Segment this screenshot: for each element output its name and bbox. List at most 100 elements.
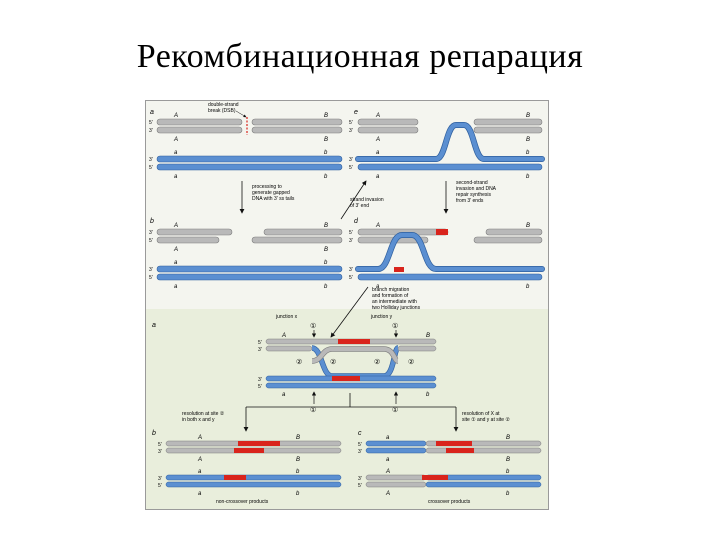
branch-migration-callout-group: branch migration and formation of an int… <box>330 286 421 338</box>
strand-end-label: 5' <box>349 165 353 171</box>
site-label: ② <box>408 358 414 366</box>
blue-invading-strand <box>355 232 545 272</box>
strand-end-label: 5' <box>158 483 162 489</box>
blue-duplex <box>265 382 437 389</box>
grey-duplex-left <box>156 126 243 134</box>
strand-end-label: 5' <box>349 120 353 126</box>
allele-label: a <box>174 150 178 156</box>
grey-duplex-right <box>473 236 543 244</box>
strand-end-label: 3' <box>349 238 353 244</box>
grey-duplex-right <box>263 228 343 236</box>
panel-a-top: a 5' 3' A A B B double-strand break (DSB… <box>149 102 343 180</box>
allele-label: b <box>526 284 530 290</box>
strand-end-label: 3' <box>358 476 362 482</box>
blue-duplex <box>156 265 343 273</box>
allele-label: A <box>375 223 380 229</box>
strand-end-label: 3' <box>149 128 153 134</box>
allele-label: B <box>506 435 510 441</box>
allele-label: b <box>526 150 530 156</box>
grey-duplex <box>365 474 427 481</box>
branch-migration-arrow <box>330 286 369 338</box>
allele-label: B <box>324 137 328 143</box>
strand-end-label: 5' <box>358 483 362 489</box>
strand-end-label: 5' <box>349 275 353 281</box>
allele-label: a <box>174 174 178 180</box>
grey-duplex-right <box>251 236 343 244</box>
strand-end-label: 5' <box>349 230 353 236</box>
junction-x-label: junction x <box>275 314 298 320</box>
blue-duplex <box>156 155 343 163</box>
strand-end-label: 5' <box>158 442 162 448</box>
site-label: ① <box>392 406 398 414</box>
site-label: ② <box>296 358 302 366</box>
junction-y-label: junction y <box>370 314 393 320</box>
panel-label: e <box>354 109 358 116</box>
panel-label: c <box>358 430 362 437</box>
allele-label: A <box>173 247 178 253</box>
red-new-dna <box>224 475 246 480</box>
crossover-label: crossover products <box>428 499 471 505</box>
grey-duplex <box>397 345 437 352</box>
slide-title: Рекомбинационная репарация <box>136 38 584 75</box>
allele-label: b <box>324 174 328 180</box>
panel-d-middle: d 5' 3' A B 3' 5' a b <box>349 218 545 290</box>
grey-duplex-right <box>473 118 543 126</box>
branch-migration-callout: branch migration and formation of an int… <box>372 287 421 311</box>
panel-label: b <box>150 218 154 225</box>
red-new-dna <box>436 229 448 235</box>
strand-invasion-callout: strand invasion of 3' end <box>350 197 385 209</box>
resolution-left-callout: resolution at site ② in both x and y <box>182 411 226 423</box>
strand-end-label: 5' <box>149 120 153 126</box>
figure-svg: a 5' 3' A A B B double-strand break (DSB… <box>146 101 548 509</box>
allele-label: B <box>296 457 300 463</box>
allele-label: A <box>281 333 286 339</box>
strand-end-label: 5' <box>258 340 262 346</box>
red-new-dna <box>446 448 474 453</box>
allele-label: a <box>376 174 380 180</box>
strand-end-label: 3' <box>258 347 262 353</box>
strand-end-label: 3' <box>358 449 362 455</box>
blue-duplex <box>156 163 343 171</box>
panel-b-middle: b 3' 5' A A B B 3' 5' a a b b <box>149 218 343 290</box>
site-label: ② <box>330 358 336 366</box>
resolution-branch: resolution at site ② in both x and y res… <box>182 393 510 432</box>
allele-label: b <box>324 260 328 266</box>
grey-duplex <box>425 447 542 454</box>
red-new-dna <box>422 475 448 480</box>
allele-label: a <box>198 469 202 475</box>
panel-b-noncrossover: b 5' 3' A A B B 3' 5' a a b b non-crosso… <box>152 430 342 505</box>
allele-label: A <box>375 113 380 119</box>
allele-label: a <box>282 392 286 398</box>
transition-callouts-row1: processing to generate gapped DNA with 3… <box>239 180 497 220</box>
dsb-pointer <box>235 110 247 118</box>
allele-label: b <box>526 174 530 180</box>
allele-label: b <box>296 469 300 475</box>
red-new-dna <box>394 267 404 272</box>
allele-label: a <box>376 284 380 290</box>
allele-label: A <box>385 469 390 475</box>
allele-label: A <box>375 137 380 143</box>
panel-label: a <box>150 109 154 116</box>
red-new-dna <box>332 376 360 381</box>
allele-label: a <box>386 435 390 441</box>
allele-label: b <box>324 284 328 290</box>
strand-end-label: 3' <box>258 377 262 383</box>
allele-label: b <box>506 491 510 497</box>
blue-duplex <box>357 163 543 171</box>
dsb-callout: double-strand break (DSB) <box>208 102 240 114</box>
grey-duplex <box>265 345 313 352</box>
red-new-dna <box>238 441 280 446</box>
allele-label: B <box>526 113 530 119</box>
strand-end-label: 5' <box>149 238 153 244</box>
site-label: ② <box>374 358 380 366</box>
allele-label: B <box>296 435 300 441</box>
resolution-right-callout: resolution of X at site ① and y at site … <box>462 411 510 423</box>
blue-duplex <box>165 474 342 481</box>
processing-callout: processing to generate gapped DNA with 3… <box>252 184 295 202</box>
strand-end-label: 3' <box>149 157 153 163</box>
allele-label: b <box>426 392 430 398</box>
allele-label: a <box>386 457 390 463</box>
blue-duplex <box>165 481 342 488</box>
grey-duplex-left <box>156 236 220 244</box>
strand-end-label: 3' <box>349 267 353 273</box>
